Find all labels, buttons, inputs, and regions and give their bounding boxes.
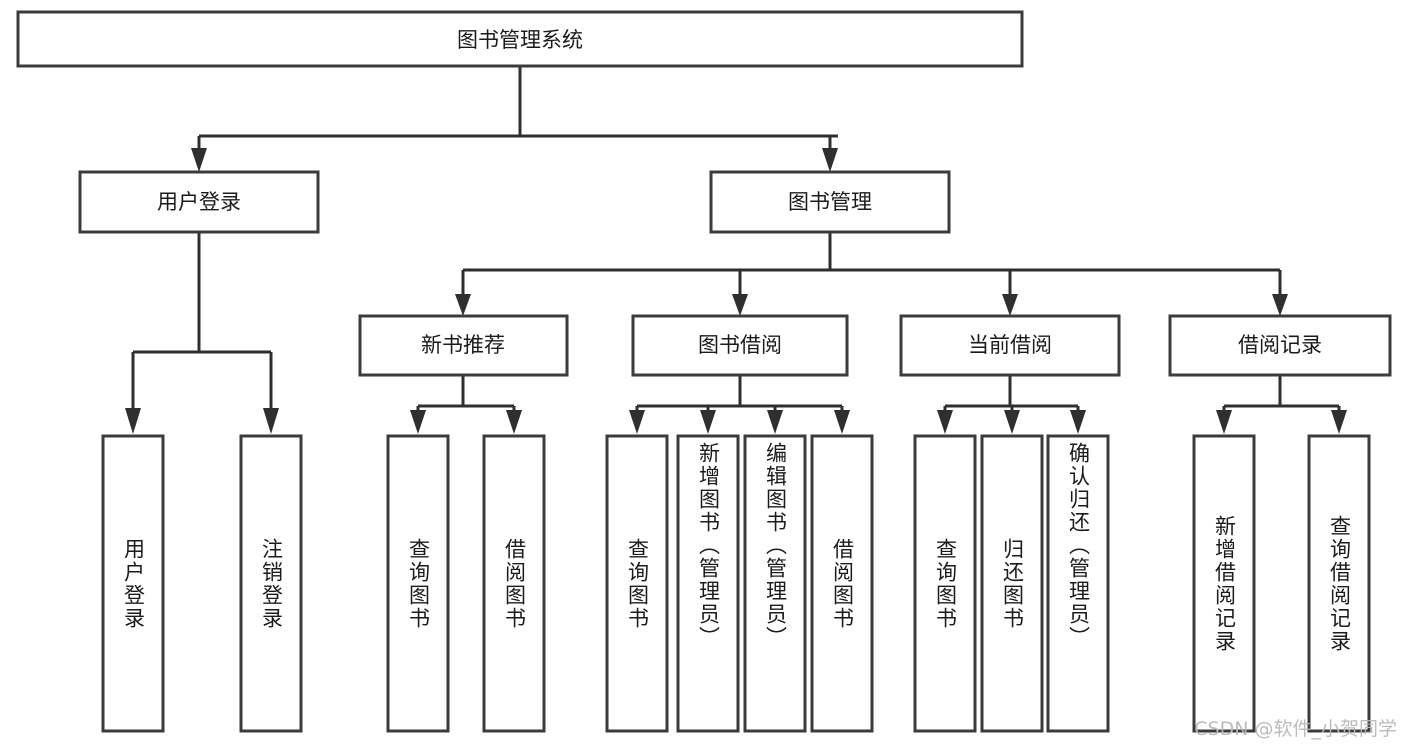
- arrowhead-leaf-book-borrow-0: [629, 410, 645, 434]
- leaf-book-borrow-3[interactable]: [810, 434, 874, 733]
- leaf-new-book-1[interactable]: [482, 434, 546, 733]
- node-current-borrow-label: 当前借阅: [968, 333, 1052, 357]
- node-user-login[interactable]: [78, 170, 320, 234]
- arrowhead-leaf-new-book-0: [410, 410, 426, 434]
- arrowhead-leaf-borrow-record-0: [1216, 410, 1232, 434]
- leaf-book-borrow-0[interactable]: [605, 434, 669, 733]
- csdn-watermark: CSDN @软件_小贺同学: [1194, 718, 1397, 740]
- arrowhead-book-borrow: [732, 294, 748, 316]
- arrowhead-leaf-user-login-0: [125, 408, 141, 434]
- connectors: [125, 66, 1347, 434]
- arrowhead-leaf-book-borrow-1: [700, 410, 716, 434]
- leaf-new-book-0[interactable]: [386, 434, 450, 733]
- arrowhead-leaf-current-borrow-0: [937, 410, 953, 434]
- leaf-book-borrow-2[interactable]: [743, 434, 807, 733]
- arrowhead-leaf-new-book-1: [506, 410, 522, 434]
- node-user-login-label: 用户登录: [157, 190, 241, 214]
- arrowhead-leaf-book-borrow-2: [767, 410, 783, 434]
- arrowhead-leaf-current-borrow-2: [1070, 410, 1086, 434]
- leaf-borrow-record-1[interactable]: [1307, 434, 1371, 733]
- leaf-current-borrow-1[interactable]: [980, 434, 1044, 733]
- arrowhead-leaf-book-borrow-3: [834, 410, 850, 434]
- arrowhead-book-manage: [822, 148, 838, 172]
- arrowhead-borrow-record: [1272, 294, 1288, 316]
- node-boxes: 图书管理系统 用户登录 图书管理 新书推荐 图书借阅 当前借阅 借阅记录: [16, 10, 1392, 733]
- arrowhead-current-borrow: [1002, 294, 1018, 316]
- node-new-book-recommend[interactable]: [358, 314, 569, 377]
- arrowhead-leaf-current-borrow-1: [1004, 410, 1020, 434]
- node-book-manage[interactable]: [709, 170, 951, 234]
- node-root[interactable]: [16, 10, 1024, 68]
- arrowhead-leaf-user-login-1: [263, 408, 279, 434]
- leaf-current-borrow-2[interactable]: [1046, 434, 1110, 733]
- arrowhead-leaf-borrow-record-1: [1331, 410, 1347, 434]
- node-root-label: 图书管理系统: [457, 28, 583, 52]
- node-book-borrow[interactable]: [631, 314, 849, 377]
- leaf-user-login-1[interactable]: [239, 434, 303, 733]
- node-current-borrow[interactable]: [899, 314, 1121, 377]
- node-borrow-record-label: 借阅记录: [1238, 333, 1322, 357]
- leaf-user-login-0[interactable]: [101, 434, 165, 733]
- arrowhead-user-login: [191, 148, 207, 172]
- arrowhead-new-book: [455, 294, 471, 316]
- leaf-borrow-record-0[interactable]: [1192, 434, 1256, 733]
- node-new-book-recommend-label: 新书推荐: [421, 333, 505, 357]
- node-borrow-record[interactable]: [1168, 314, 1392, 377]
- leaf-book-borrow-1[interactable]: [676, 434, 740, 733]
- leaf-current-borrow-0[interactable]: [913, 434, 977, 733]
- node-book-manage-label: 图书管理: [788, 190, 872, 214]
- node-book-borrow-label: 图书借阅: [698, 333, 782, 357]
